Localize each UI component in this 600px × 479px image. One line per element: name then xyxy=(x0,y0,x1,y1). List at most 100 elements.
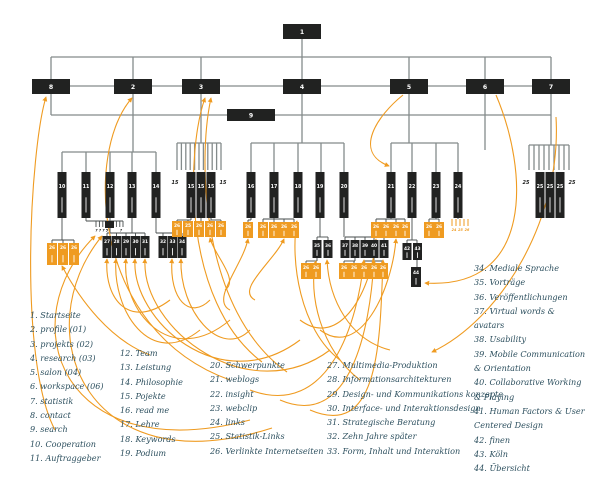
node-21: 21 xyxy=(386,172,396,218)
node-25: 25 xyxy=(535,172,545,218)
node-32: 32 xyxy=(158,236,168,258)
node-26: 26 xyxy=(279,222,289,238)
node-label: 34 xyxy=(179,239,185,245)
node-6: 6 xyxy=(466,79,504,94)
node-44: 44 xyxy=(411,267,421,287)
node-label: 38 xyxy=(352,243,358,249)
node-25: 25 xyxy=(545,172,555,218)
node-label: 26 xyxy=(341,265,347,271)
node-28: 28 xyxy=(112,236,121,258)
node-label: 26 xyxy=(303,265,309,271)
node-label: 15 xyxy=(198,184,205,190)
node-label: 26 xyxy=(371,265,377,271)
node-19: 19 xyxy=(315,172,325,218)
tiny-label: 7 xyxy=(95,229,98,233)
node-27: 27 xyxy=(102,236,112,258)
orange-arrow xyxy=(309,259,386,416)
node-label: 26 xyxy=(351,265,357,271)
node-26: 26 xyxy=(194,221,204,237)
node-label: 27 xyxy=(104,239,110,245)
tiny-label: 15 xyxy=(172,180,179,186)
node-label: 26 xyxy=(260,224,266,230)
node-label: 3 xyxy=(199,84,203,91)
node-label: 40 xyxy=(371,243,377,249)
node-33: 33 xyxy=(168,236,177,258)
node-label: 26 xyxy=(383,224,389,230)
node-26: 26 xyxy=(371,222,381,238)
node-17: 17 xyxy=(269,172,279,218)
node-label: 22 xyxy=(409,184,416,190)
sub-connectors xyxy=(51,218,459,267)
node-31: 31 xyxy=(140,236,150,258)
node-label: 26 xyxy=(49,245,55,251)
node-label: 28 xyxy=(113,239,119,245)
node-23: 23 xyxy=(431,172,441,218)
node-11: 11 xyxy=(81,172,91,218)
node-label: 12 xyxy=(107,184,114,190)
node-label: 5 xyxy=(407,84,411,91)
tiny-label: 25 xyxy=(569,180,576,186)
orange-arrow xyxy=(68,235,273,442)
node-label: 41 xyxy=(381,243,387,249)
node-26: 26 xyxy=(359,263,369,279)
node-label: 7 xyxy=(549,84,553,91)
node-40: 40 xyxy=(369,240,379,258)
node-26: 26 xyxy=(47,243,57,265)
node-24: 24 xyxy=(453,172,463,218)
node-label: 26 xyxy=(402,224,408,230)
node-26: 26 xyxy=(381,222,391,238)
node-label: 26 xyxy=(271,224,277,230)
tiny-label: 25 xyxy=(458,228,463,232)
node-label: 35 xyxy=(314,243,320,249)
node-label: 18 xyxy=(295,184,302,190)
orange-arrow xyxy=(61,265,151,356)
node-41: 41 xyxy=(379,240,389,258)
node-label: 26 xyxy=(393,224,399,230)
tiny-label: 24 xyxy=(452,228,457,232)
tiny-label: 25 xyxy=(523,180,530,186)
node-26: 26 xyxy=(349,263,359,279)
node-label: 30 xyxy=(132,239,138,245)
tree-connectors xyxy=(50,38,570,172)
node-42: 42 xyxy=(402,243,412,260)
node-label: 26 xyxy=(281,224,287,230)
node-label: 16 xyxy=(248,184,255,190)
orange-link-ticks xyxy=(451,219,469,226)
node-label: 26 xyxy=(436,224,442,230)
node-label: 14 xyxy=(153,184,160,190)
node-label: 26 xyxy=(196,223,202,229)
cross-link-arrows xyxy=(30,94,557,442)
node-29: 29 xyxy=(121,236,131,258)
node-label: 36 xyxy=(325,243,331,249)
node-26: 26 xyxy=(58,243,68,265)
node-34: 34 xyxy=(177,236,187,258)
node-label: 26 xyxy=(291,224,297,230)
node-label: 6 xyxy=(483,84,487,91)
node-26: 26 xyxy=(311,263,321,279)
node-label: 26 xyxy=(207,223,213,229)
node-14: 14 xyxy=(151,172,161,218)
node-25: 25 xyxy=(183,221,193,237)
tiny-label: 26 xyxy=(465,228,470,232)
node-label: 32 xyxy=(160,239,166,245)
orange-arrow xyxy=(123,258,231,340)
node-26: 26 xyxy=(369,263,379,279)
tiny-label: 5 xyxy=(106,229,109,233)
orange-arrow xyxy=(113,258,201,344)
orange-arrow xyxy=(223,238,250,311)
node-label: 1 xyxy=(300,29,304,36)
node-16: 16 xyxy=(246,172,256,218)
node-26: 26 xyxy=(205,221,215,237)
node-26: 26 xyxy=(269,222,279,238)
node-label: 26 xyxy=(218,223,224,229)
node-5: 5 xyxy=(390,79,428,94)
node-label: 26 xyxy=(174,223,180,229)
node-35: 35 xyxy=(312,240,322,258)
node-label: 13 xyxy=(129,184,136,190)
node-label: 39 xyxy=(362,243,368,249)
node-label: 26 xyxy=(361,265,367,271)
